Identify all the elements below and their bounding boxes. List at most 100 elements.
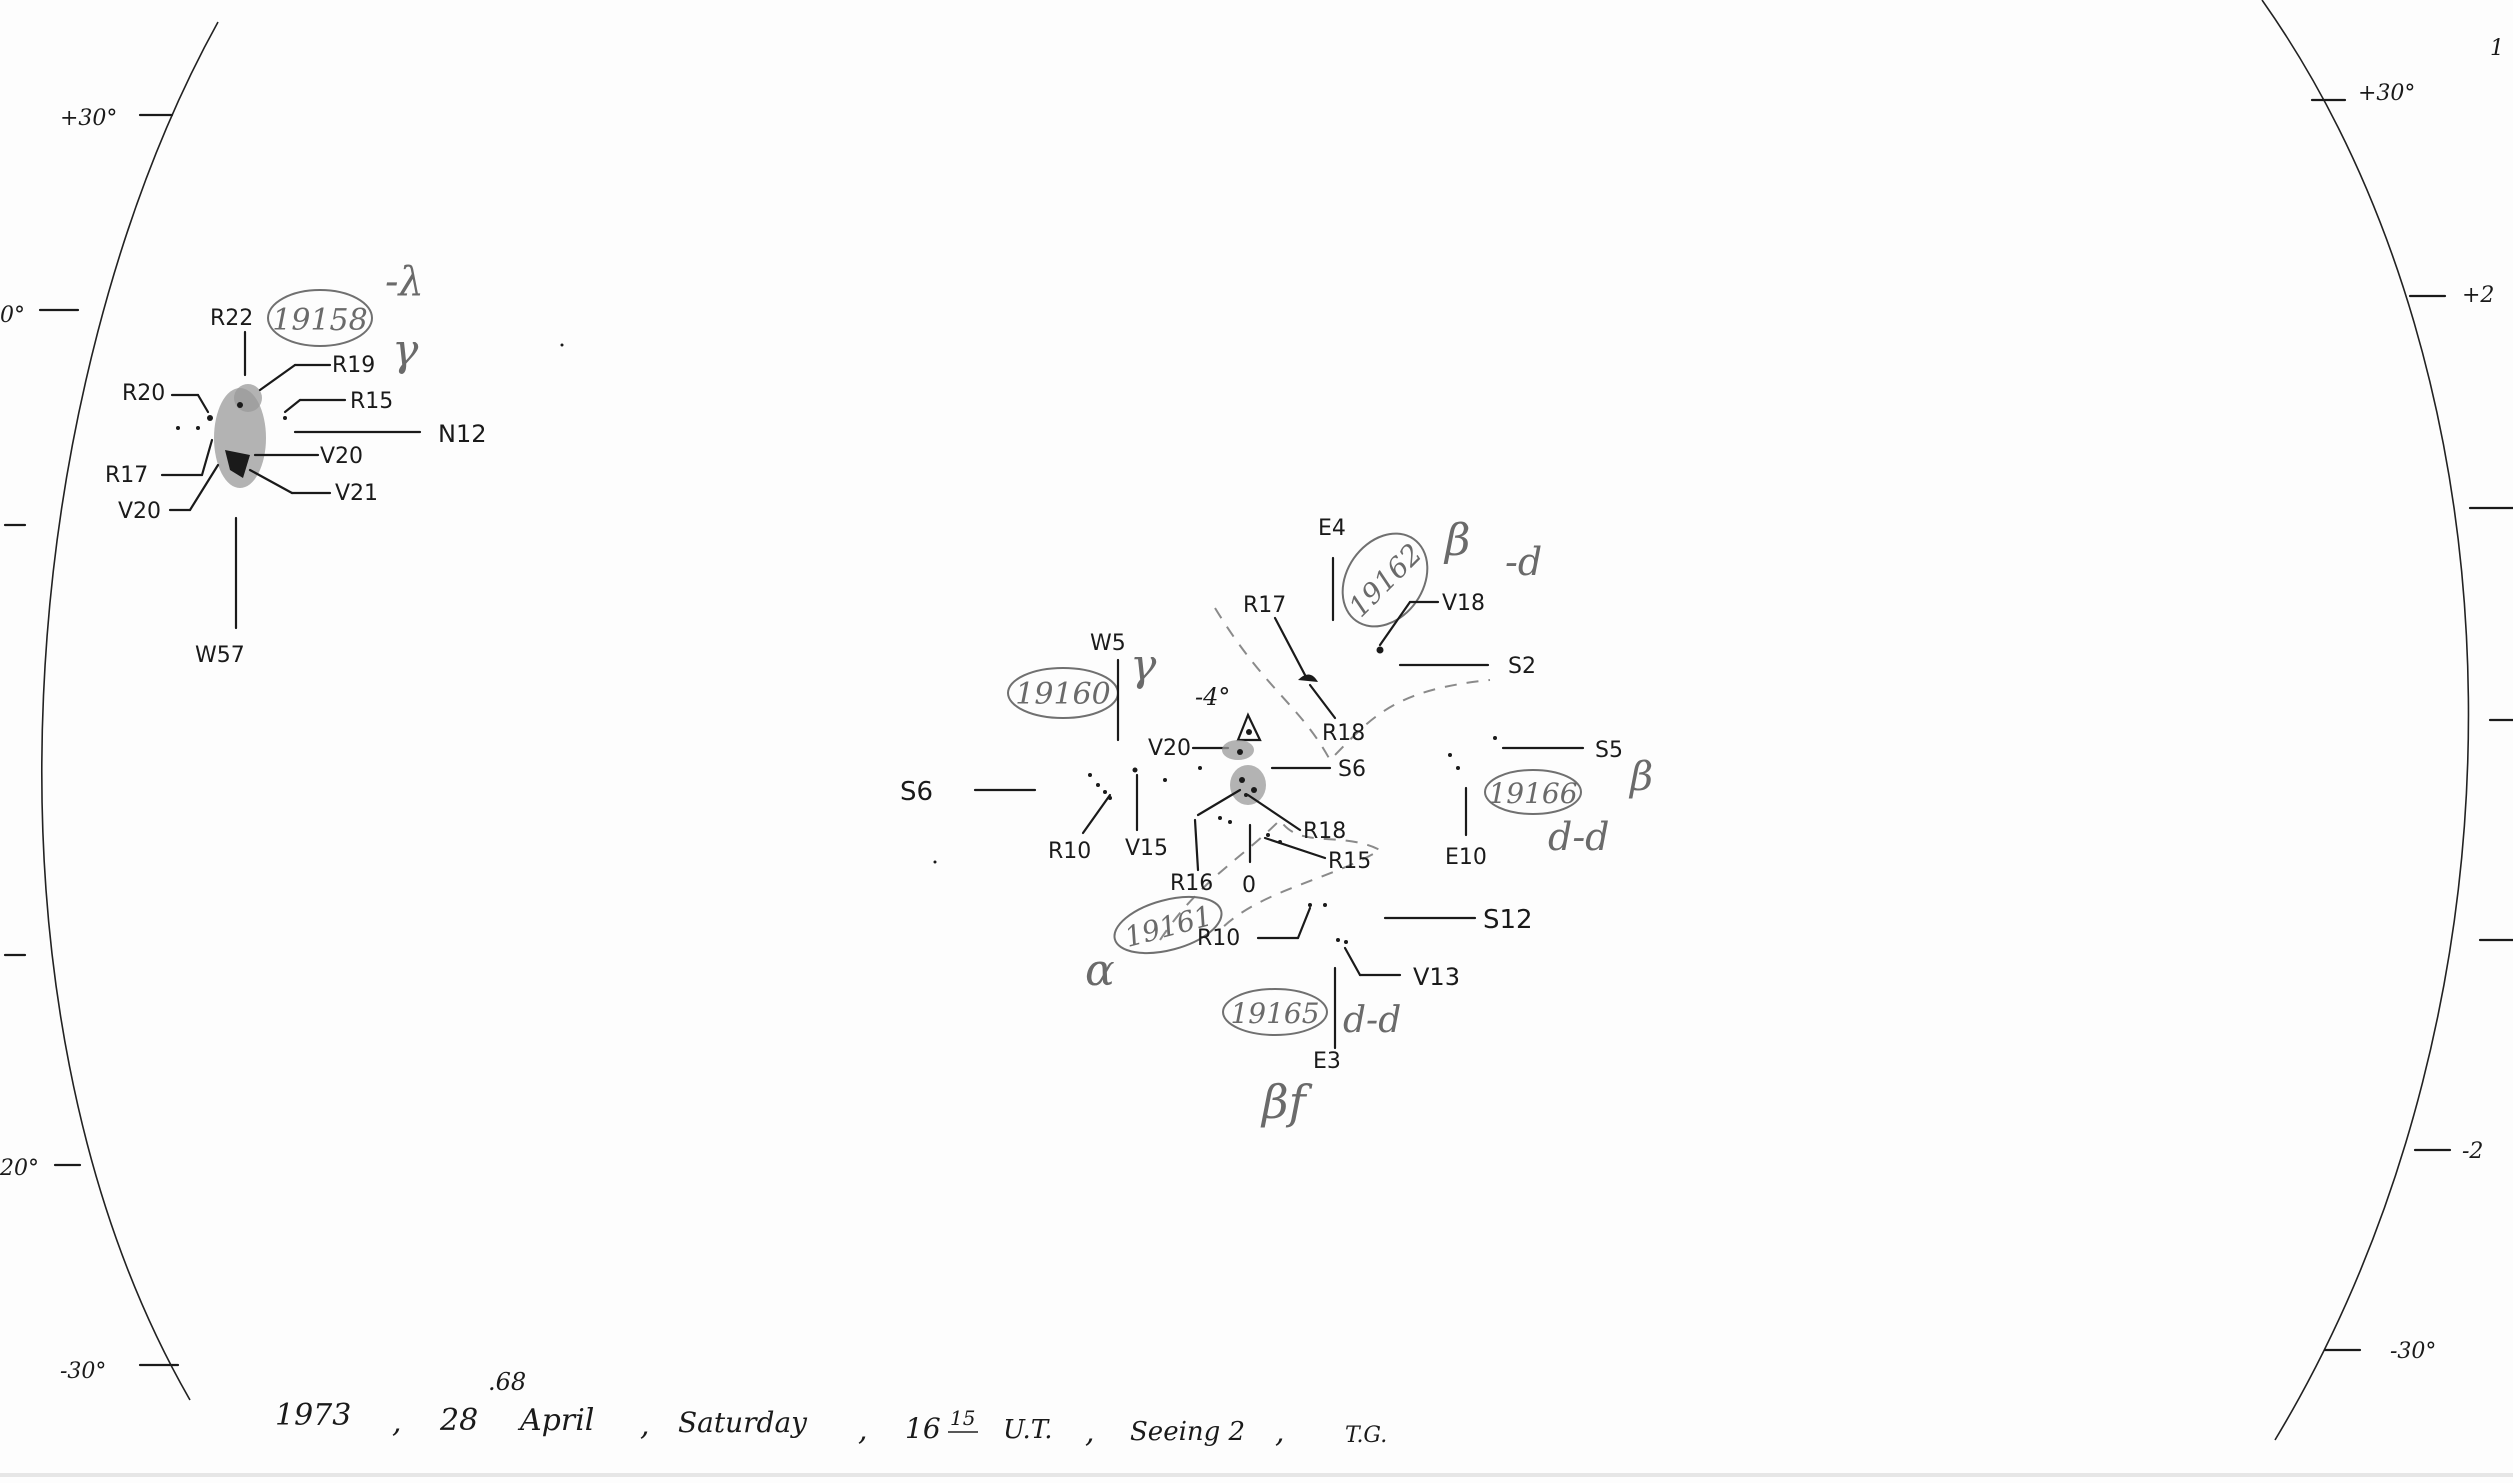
spot — [1218, 816, 1222, 820]
speck — [933, 860, 937, 864]
group-19158-id-oval — [267, 289, 373, 347]
spot — [1456, 766, 1460, 770]
tick-right-plus20-label: +2 — [2462, 283, 2494, 308]
label-R15: R15 — [350, 389, 393, 414]
leader-R20-d — [196, 393, 210, 414]
group-19158-penumbra — [214, 388, 266, 488]
label-V20c: V20 — [1148, 736, 1191, 761]
spot — [1163, 778, 1167, 782]
triangle-marker — [1236, 712, 1262, 742]
spot — [1088, 773, 1092, 777]
label-R17: R17 — [105, 463, 148, 488]
leader-V18 — [1378, 600, 1412, 647]
leader-R15 — [283, 398, 302, 414]
leader-V13 — [1343, 946, 1362, 977]
speck — [560, 343, 564, 347]
label-V18: V18 — [1442, 591, 1485, 616]
leader-R18b — [1246, 793, 1302, 832]
dashed-boundary-north — [1214, 607, 1491, 762]
footer-time-unit: U.T. — [1003, 1415, 1053, 1445]
group-19160: 19160 γ W5 -4° V20 S6 S6 — [900, 631, 1366, 864]
group-19160-umbra-b1 — [1239, 777, 1245, 783]
spot — [1493, 736, 1497, 740]
footer-month: April — [517, 1403, 594, 1438]
label-S2: S2 — [1508, 654, 1536, 679]
group-19160-umbra-b3 — [1244, 793, 1248, 797]
tick-left-minus30-label: -30° — [60, 1359, 106, 1384]
central-region: 19160 γ W5 -4° V20 S6 S6 — [900, 515, 1653, 1129]
label-S6-left: S6 — [900, 777, 933, 807]
group-19158-class: γ — [392, 325, 419, 376]
label-V15: V15 — [1125, 836, 1168, 861]
group-19158-spot-c — [196, 426, 200, 430]
footer-seeing: Seeing 2 — [1130, 1417, 1245, 1447]
tick-right-minus20-label: -2 — [2462, 1139, 2483, 1164]
footer-weekday: Saturday — [678, 1406, 808, 1439]
label-R18b: R18 — [1303, 819, 1346, 844]
observation-footer: 1973 , 28 .68 April , Saturday , 16 15 U… — [275, 1368, 1387, 1450]
corner-mark: 1 — [2490, 36, 2504, 61]
label-V13: V13 — [1413, 963, 1460, 991]
label-W57: W57 — [195, 643, 245, 668]
group-19165-class-note: d-d — [1343, 1000, 1401, 1041]
label-V21: V21 — [335, 481, 378, 506]
label-E10: E10 — [1445, 845, 1487, 870]
group-19166-class: β — [1628, 754, 1653, 800]
label-S12: S12 — [1483, 905, 1533, 935]
footer-day-fraction: .68 — [488, 1368, 526, 1396]
group-19162-spot-R17 — [1298, 674, 1318, 682]
leader-R15b — [1263, 836, 1327, 860]
label-R10a: R10 — [1048, 839, 1091, 864]
group-19158-penumbra-upper — [234, 384, 262, 412]
tick-right-minus30-label: -30° — [2390, 1339, 2436, 1364]
spot — [1323, 903, 1327, 907]
leader-V21 — [248, 468, 294, 495]
label-S6-right: S6 — [1338, 757, 1366, 782]
label-minus4deg: -4° — [1195, 683, 1230, 711]
spot — [1198, 766, 1202, 770]
group-19158-spot-d — [176, 426, 180, 430]
group-19158-spot-b — [207, 415, 213, 421]
footer-time-hours: 16 — [905, 1412, 941, 1445]
group-19166-class-note: d-d — [1548, 815, 1610, 859]
spot — [1132, 767, 1138, 773]
group-19158: 19158 -λ γ R22 R19 R15 R20 N12 R17 V20 V… — [105, 259, 487, 668]
leader-R19 — [258, 363, 297, 392]
group-19160-umbra-b2 — [1251, 787, 1257, 793]
leader-R17-d — [200, 438, 214, 477]
tick-left-20-label: 20° — [0, 1156, 39, 1181]
label-R16: R16 — [1170, 871, 1213, 896]
label-R10b: R10 — [1197, 926, 1240, 951]
label-R20: R20 — [122, 381, 165, 406]
group-19161-class: α — [1085, 945, 1115, 996]
group-19158-spot-e — [283, 416, 287, 420]
footer-sep-1: , — [392, 1405, 402, 1440]
label-V20b: V20 — [118, 499, 161, 524]
label-R18a: R18 — [1322, 721, 1365, 746]
label-V20a: V20 — [320, 444, 363, 469]
group-19165-id-oval — [1222, 988, 1328, 1036]
group-19165-class: βf — [1260, 1075, 1313, 1129]
leader-R10a — [1081, 793, 1112, 835]
label-R22: R22 — [210, 306, 253, 331]
label-E3: E3 — [1313, 1049, 1341, 1074]
disc-limb-left — [41, 21, 219, 1401]
spot — [1278, 840, 1282, 844]
triangle-marker-dot — [1246, 729, 1252, 735]
label-R19: R19 — [332, 353, 375, 378]
group-19162-class: β — [1443, 515, 1470, 566]
footer-time-minutes: 15 — [950, 1406, 975, 1430]
group-19162-id: 19162 — [1342, 537, 1428, 623]
label-N12: N12 — [438, 420, 487, 448]
leader-R16-d — [1196, 788, 1242, 817]
group-19162-spot — [1376, 646, 1384, 654]
footer-day: 28 — [439, 1403, 478, 1438]
group-19161-id-oval — [1113, 895, 1223, 955]
spot — [1103, 790, 1107, 794]
leader-R18a — [1308, 683, 1337, 720]
group-19158-id: 19158 — [272, 303, 367, 338]
label-W5: W5 — [1090, 631, 1126, 656]
spot — [1096, 783, 1100, 787]
